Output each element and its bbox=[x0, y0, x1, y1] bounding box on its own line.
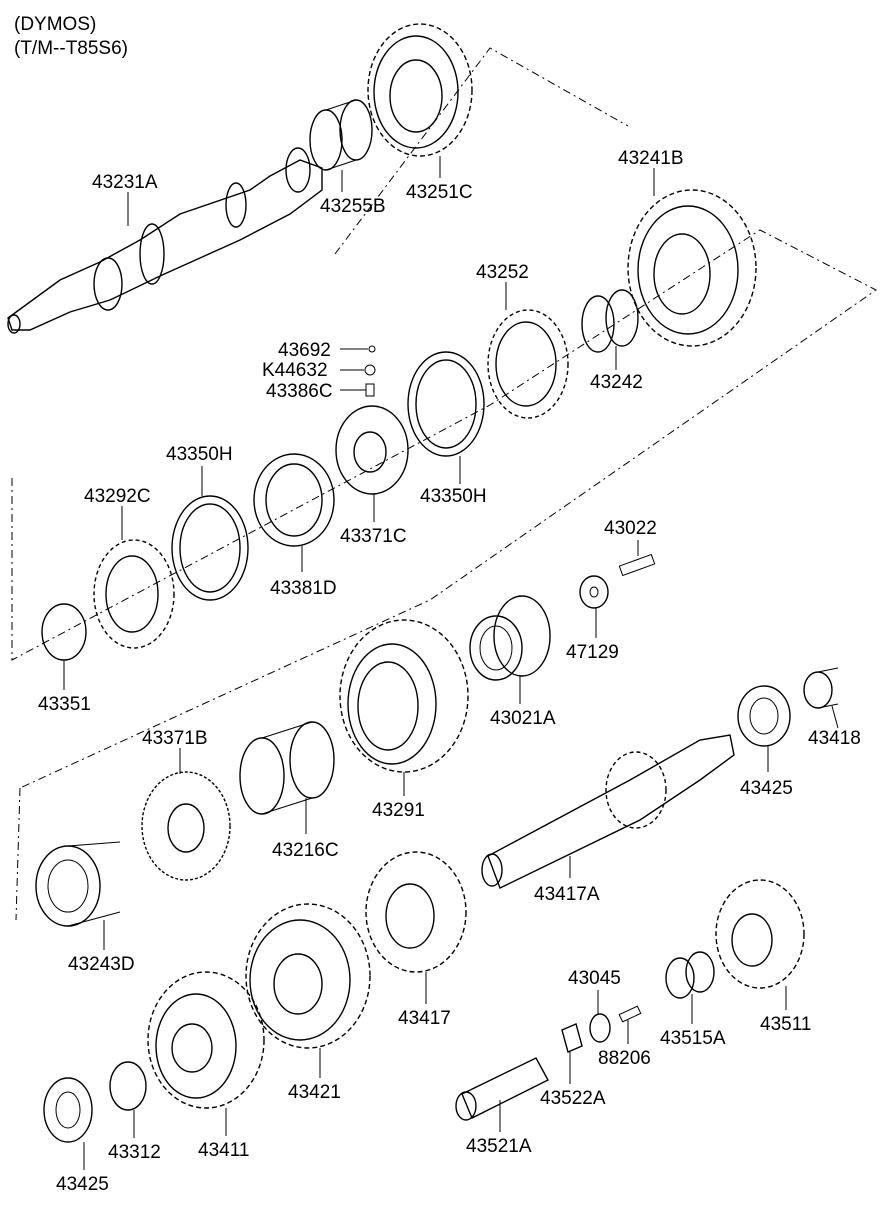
label-43291: 43291 bbox=[372, 800, 425, 821]
bearing-43425-lower bbox=[43, 1077, 93, 1143]
label-43255B: 43255B bbox=[320, 196, 386, 217]
synchro-ring-43350H-upper bbox=[407, 351, 485, 457]
label-43521A: 43521A bbox=[466, 1136, 532, 1157]
label-43417A: 43417A bbox=[534, 884, 600, 905]
label-43045: 43045 bbox=[568, 968, 621, 989]
needle-bearing-43255B bbox=[309, 99, 373, 171]
synchro-hub-43371C bbox=[335, 405, 409, 495]
needle-bearing-43242 bbox=[581, 289, 639, 353]
shaft-43521A bbox=[455, 1057, 549, 1121]
gear-43241B bbox=[627, 189, 757, 347]
label-43381D: 43381D bbox=[270, 578, 337, 599]
label-47129: 47129 bbox=[566, 642, 619, 663]
header-line2: (T/M--T85S6) bbox=[14, 38, 128, 59]
washer-43045 bbox=[589, 1013, 611, 1043]
sleeve-43216C bbox=[239, 721, 335, 815]
label-43425-b: 43425 bbox=[56, 1174, 109, 1195]
label-43350H-b: 43350H bbox=[420, 486, 487, 507]
label-43421: 43421 bbox=[288, 1082, 341, 1103]
label-43022: 43022 bbox=[604, 518, 657, 539]
synchro-ring-43350H-lower bbox=[171, 495, 249, 601]
gear-43421 bbox=[245, 903, 371, 1049]
label-43522A: 43522A bbox=[540, 1088, 606, 1109]
bolt-43022 bbox=[618, 553, 656, 577]
bearing-43243D bbox=[35, 841, 121, 927]
label-43251C: 43251C bbox=[406, 182, 473, 203]
main-shaft bbox=[7, 147, 323, 334]
label-43692: 43692 bbox=[278, 340, 331, 361]
label-43425-a: 43425 bbox=[740, 778, 793, 799]
lock-plate-43522A bbox=[561, 1023, 583, 1053]
label-43021A: 43021A bbox=[490, 708, 556, 729]
label-43371B: 43371B bbox=[142, 728, 208, 749]
label-K44632: K44632 bbox=[262, 360, 328, 381]
bolt-88206 bbox=[618, 1005, 642, 1023]
label-43371C: 43371C bbox=[340, 526, 407, 547]
bearing-43418 bbox=[803, 667, 839, 709]
label-43241B: 43241B bbox=[618, 148, 684, 169]
sleeve-43381D bbox=[253, 453, 335, 547]
retainer-43021A bbox=[469, 595, 551, 681]
label-43411: 43411 bbox=[198, 1140, 249, 1161]
label-43242: 43242 bbox=[590, 372, 643, 393]
label-43351: 43351 bbox=[38, 694, 91, 715]
header-line1: (DYMOS) bbox=[14, 14, 96, 35]
label-43418: 43418 bbox=[808, 728, 861, 749]
synchro-ring-43292C bbox=[93, 539, 175, 649]
countershaft-43417A bbox=[481, 734, 735, 889]
gear-43291 bbox=[339, 619, 469, 773]
needle-bearing-43515A bbox=[665, 951, 715, 999]
label-43216C: 43216C bbox=[272, 840, 339, 861]
label-43417: 43417 bbox=[398, 1008, 451, 1029]
label-43386C: 43386C bbox=[266, 381, 333, 402]
label-43231A: 43231A bbox=[92, 172, 158, 193]
synchro-ring-43252 bbox=[487, 309, 569, 419]
label-43252: 43252 bbox=[476, 262, 529, 283]
label-43312: 43312 bbox=[108, 1142, 161, 1163]
gear-43251C bbox=[367, 23, 473, 157]
part-labels: 43231A 43255B 43251C 43241B 43252 43242 … bbox=[38, 148, 861, 1195]
detent-parts bbox=[364, 345, 376, 397]
label-43515A: 43515A bbox=[660, 1028, 726, 1049]
snap-ring-43312 bbox=[109, 1061, 147, 1111]
label-43292C: 43292C bbox=[84, 486, 151, 507]
bearing-43425-upper bbox=[737, 685, 791, 747]
gear-43511 bbox=[715, 879, 805, 989]
label-43511: 43511 bbox=[760, 1014, 811, 1035]
label-43243D: 43243D bbox=[68, 954, 135, 975]
gear-43411 bbox=[147, 971, 265, 1109]
label-88206: 88206 bbox=[598, 1048, 651, 1069]
label-43350H-a: 43350H bbox=[166, 444, 233, 465]
leader-lines bbox=[63, 156, 839, 1170]
synchro-hub-43371B bbox=[141, 771, 231, 881]
group-outlines bbox=[11, 47, 877, 921]
washer-47129 bbox=[579, 575, 609, 609]
gear-43417 bbox=[365, 851, 467, 973]
